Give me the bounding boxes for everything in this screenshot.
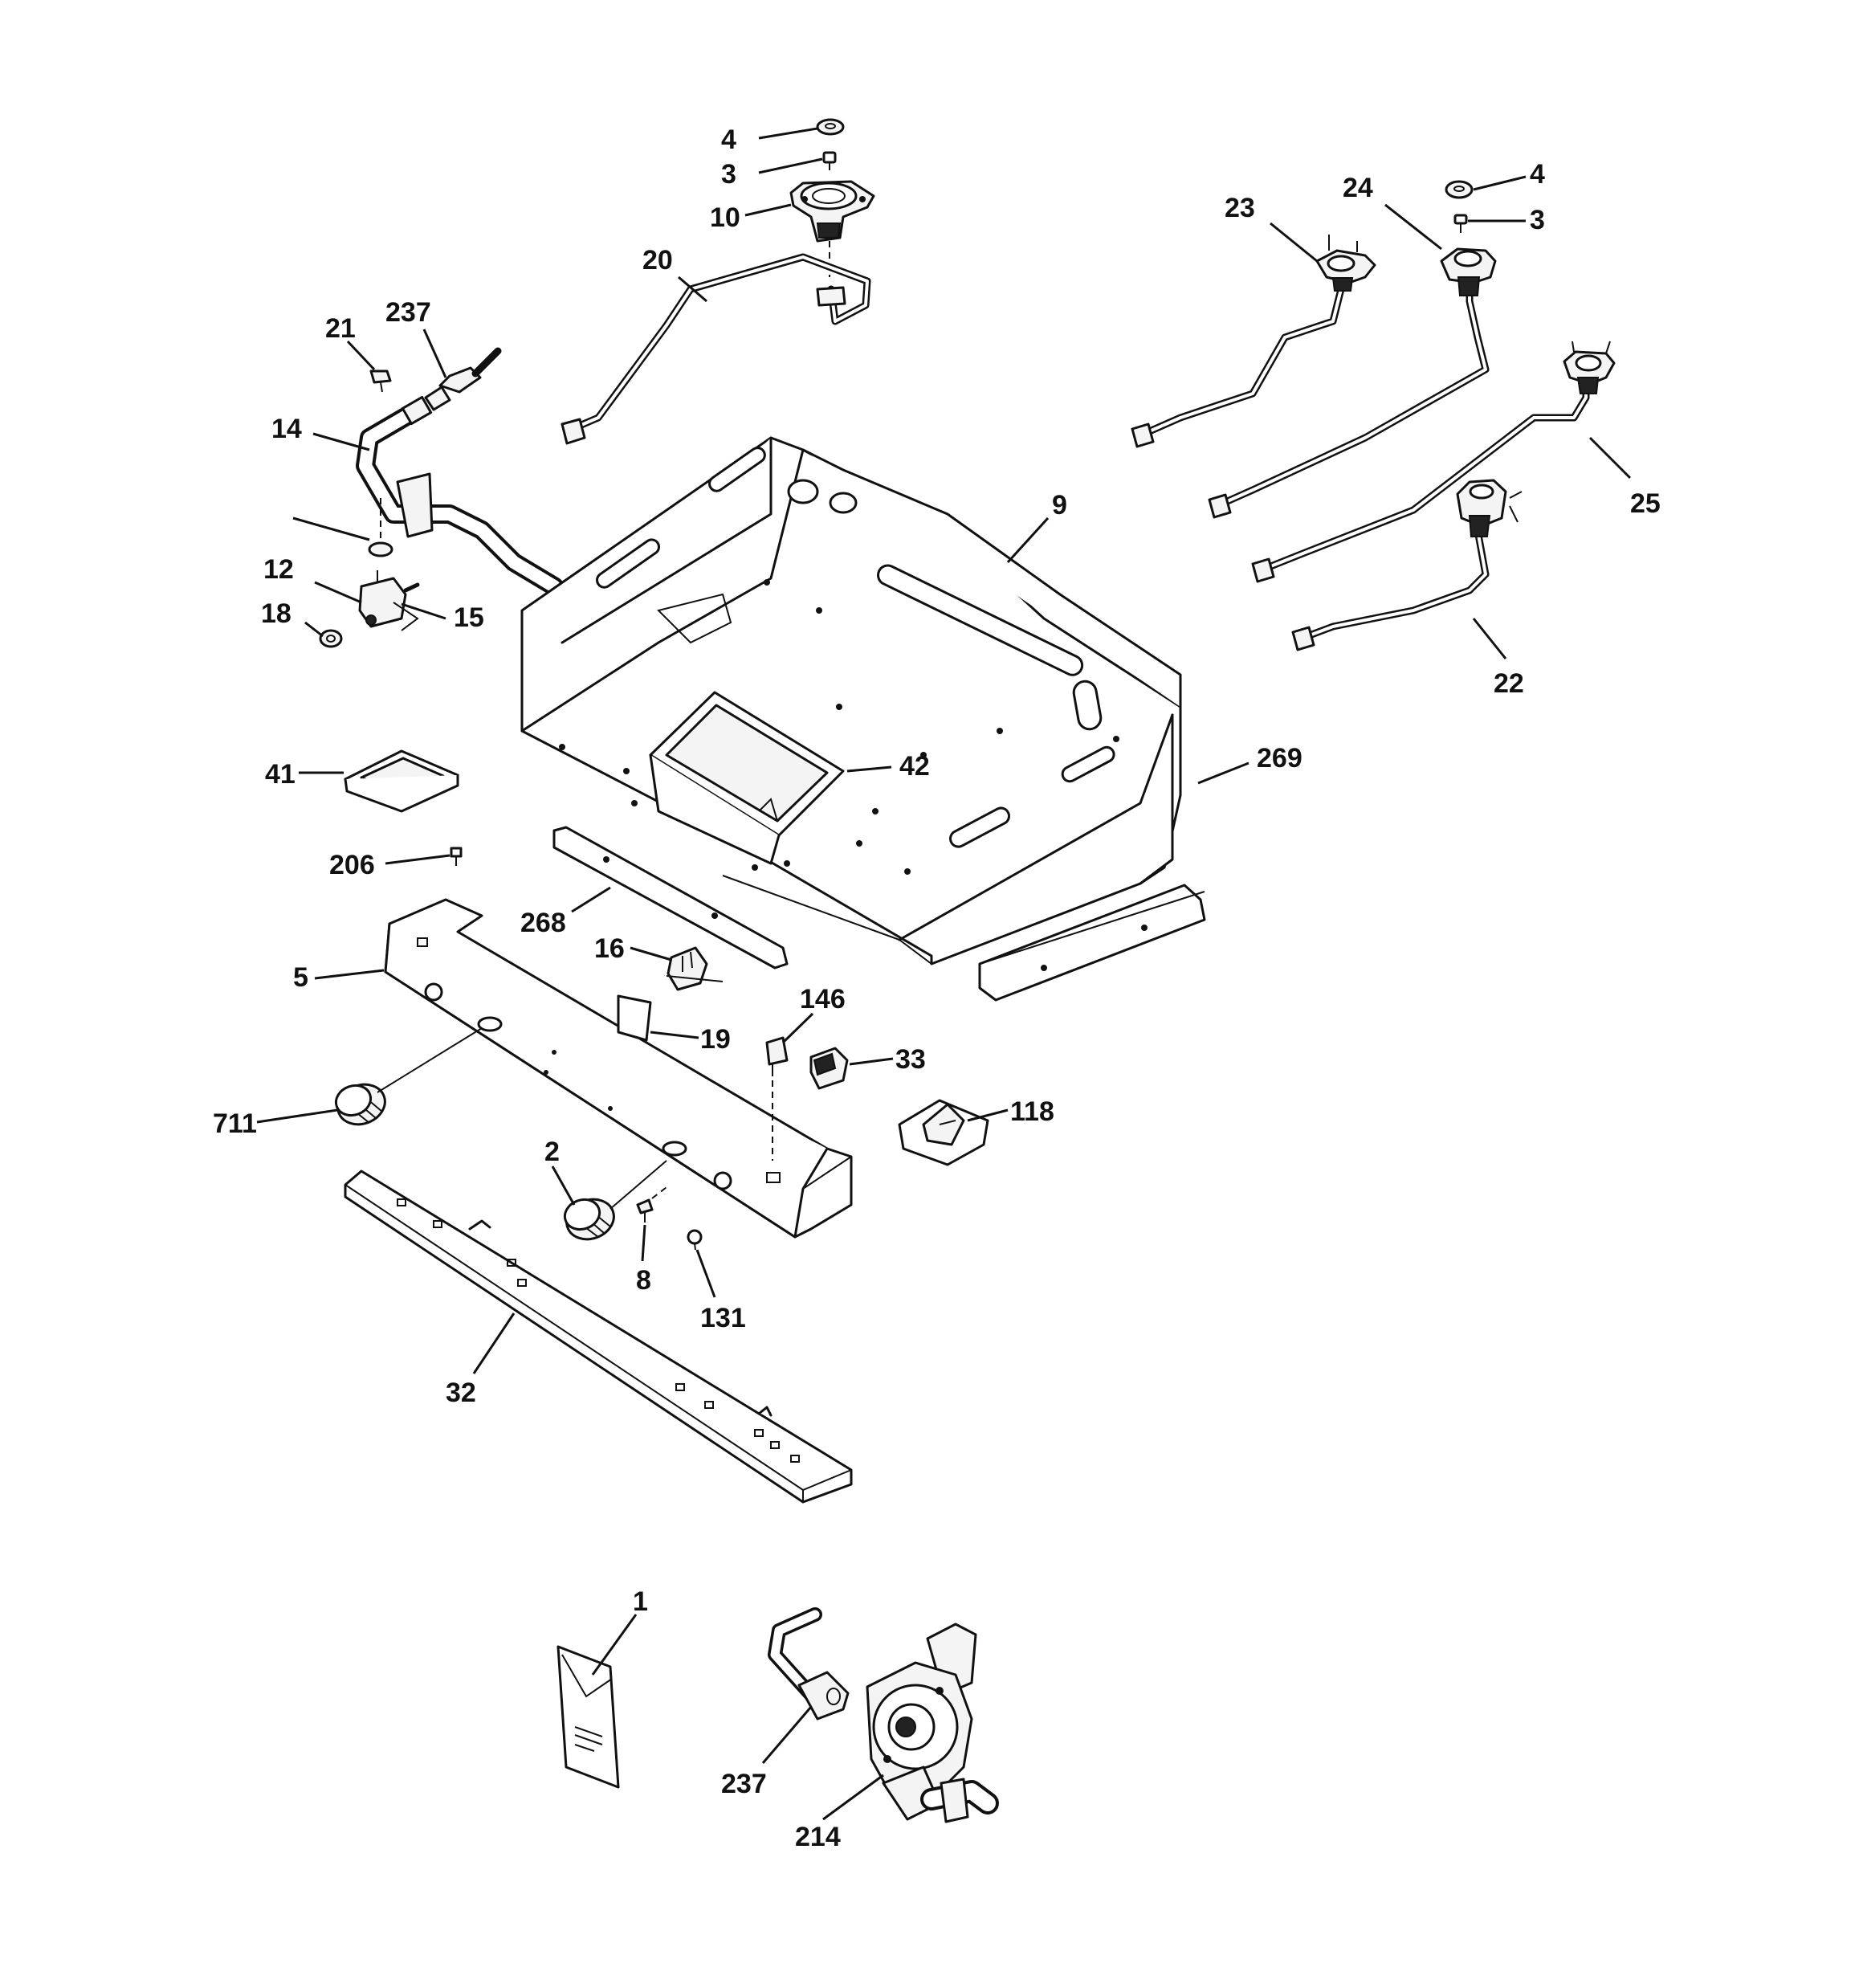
part-237-connector-bottom [768,1607,850,1721]
label-3: 3 [721,159,736,190]
part-12-valve [358,570,420,631]
label-24: 24 [1343,173,1373,203]
part-19-plate [617,994,652,1042]
label-9: 9 [1052,490,1067,520]
label-4: 4 [1530,159,1545,190]
part-1-literature-envelope [556,1645,620,1789]
label-23: 23 [1225,193,1255,223]
label-5: 5 [293,962,308,993]
label-41: 41 [265,759,296,790]
part-269-rail [978,884,1206,1002]
part-711-knob [334,1083,386,1126]
part-131-bulb [687,1229,703,1251]
part-5-manifold-panel [384,898,853,1239]
part-33-switch [809,1047,849,1090]
part-41-pad [344,749,459,813]
label-206: 206 [329,850,375,880]
label-42: 42 [899,751,930,782]
label-8: 8 [636,1265,651,1296]
part-42-oven-vent [649,691,845,865]
label-22: 22 [1494,668,1524,699]
part-9-burner-box [520,436,1182,965]
part-268-bracket [552,826,789,970]
label-268: 268 [520,908,566,938]
label-15: 15 [454,602,484,633]
part-8-screw [636,1198,654,1223]
label-21: 21 [325,313,356,344]
part-206-screw [450,847,463,866]
part-118-housing [898,1099,989,1166]
part-32-trim-strip [344,1170,853,1504]
part-10-burner-base [789,180,875,243]
label-2: 2 [544,1137,560,1167]
part-24-burner-valve [1208,247,1497,519]
label-18: 18 [261,598,291,629]
washer-small [368,541,393,557]
part-23-burner-valve [1131,235,1376,448]
leader-lines [256,127,1632,1821]
label-131: 131 [700,1303,746,1333]
part-20-burner-tube [561,253,871,445]
part-18-nut [319,629,343,648]
part-4-washer-top [816,118,845,136]
part-237-connector-top [424,347,502,411]
label-10: 10 [710,202,740,233]
part-146-switch [765,1036,789,1076]
part-214-pressure-regulator [866,1623,999,1823]
part-16-switch [666,946,724,991]
part-21-screw [369,369,392,393]
part-22-burner-valve [1291,479,1523,651]
label-1: 1 [633,1586,648,1617]
label-269: 269 [1257,743,1302,774]
label-32: 32 [446,1378,476,1408]
label-237: 237 [721,1769,767,1799]
callout-labels: 4 3 10 20 21 237 14 12 15 18 9 23 24 4 3… [213,125,1661,1852]
label-3: 3 [1530,205,1545,235]
part-3-screw-top [822,151,837,170]
label-711: 711 [213,1108,257,1139]
label-14: 14 [271,414,302,444]
label-4: 4 [721,125,736,155]
label-237: 237 [385,297,431,328]
label-25: 25 [1630,488,1661,519]
label-118: 118 [1010,1096,1054,1127]
part-25-burner-valve [1251,341,1616,583]
label-20: 20 [642,245,673,276]
label-12: 12 [263,554,294,585]
label-33: 33 [895,1044,926,1075]
part-2-knob [563,1198,615,1241]
part-4-washer-right [1445,180,1474,199]
label-214: 214 [795,1822,841,1852]
label-16: 16 [594,933,625,964]
label-146: 146 [800,984,846,1014]
label-19: 19 [700,1024,731,1055]
part-3-screw-right [1453,214,1468,233]
